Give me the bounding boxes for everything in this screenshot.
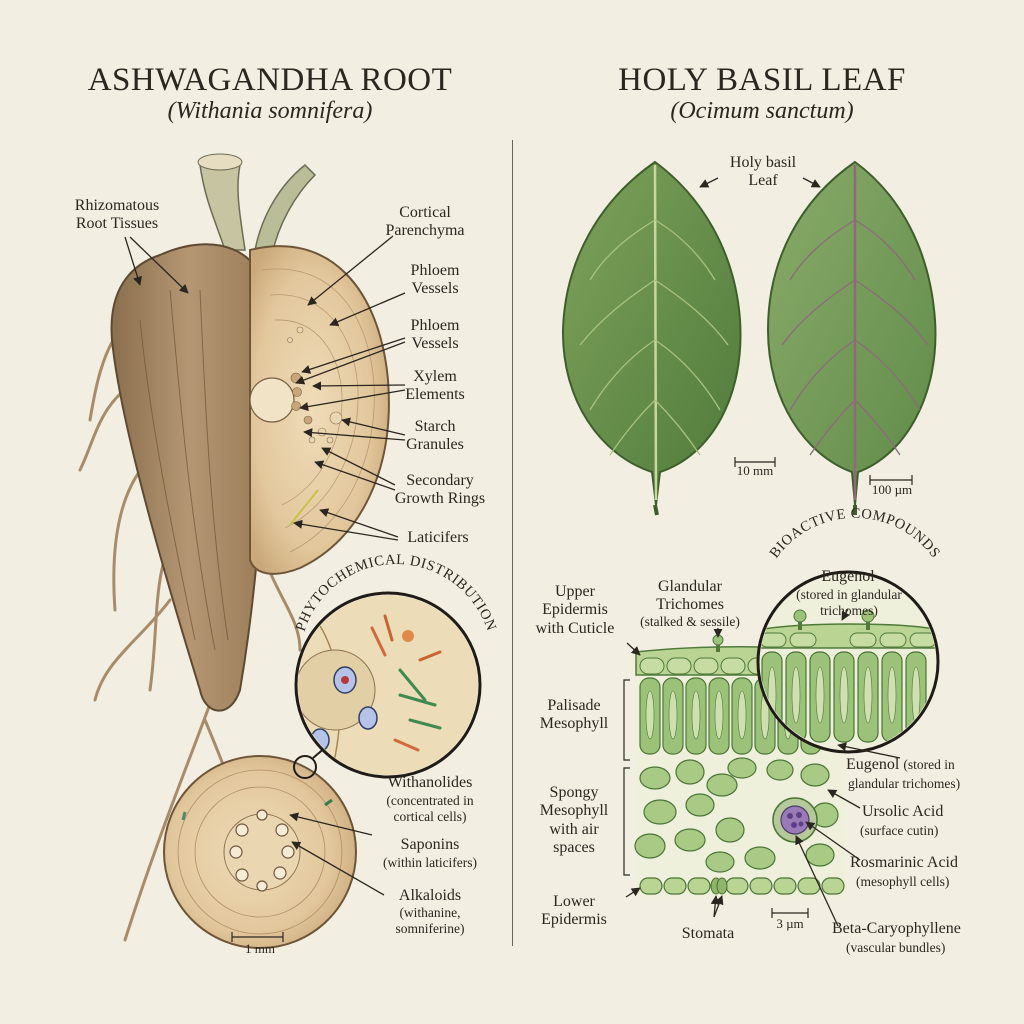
label-line: Root Tissues — [75, 215, 159, 233]
label-line: Phloem — [410, 262, 460, 279]
label-ursolic-acid: Ursolic Acid — [862, 803, 944, 820]
label-line: Leaf — [748, 172, 778, 190]
label-laticifers: Laticifers — [407, 529, 469, 546]
label-line: Trichomes — [656, 596, 724, 614]
label-phloem-vessels-2: Phloem Vessels — [385, 317, 485, 354]
note-eugenol-inset: (stored in glandular trichomes) — [785, 587, 913, 618]
label-lower-epidermis: Lower Epidermis — [528, 893, 620, 930]
label-line: with Cuticle — [535, 619, 615, 637]
label-line: Epidermis — [541, 911, 607, 929]
note-rosmarinic-acid: (mesophyll cells) — [856, 874, 950, 889]
label-line: Vessels — [411, 335, 459, 353]
note-saponins: (within laticifers) — [382, 855, 478, 870]
label-line: Growth Rings — [394, 490, 486, 508]
label-line: Epidermis — [542, 601, 608, 619]
label-line: Spongy — [549, 784, 599, 801]
label-line: Holy basil — [729, 154, 797, 171]
note-glandular: (stalked & sessile) — [640, 614, 740, 629]
leaf-title: HOLY BASIL LEAF — [618, 62, 906, 98]
label-palisade: Palisade Mesophyll — [528, 697, 620, 734]
label-stomata: Stomata — [681, 925, 735, 942]
note-line: trichomes) — [820, 602, 878, 618]
note-eugenol: glandular trichomes) — [848, 776, 961, 791]
label-glandular-trichomes: Glandular Trichomes — [640, 578, 740, 615]
label-line: Phloem — [410, 317, 460, 334]
panel-divider — [512, 140, 513, 946]
label-alkaloids: Alkaloids — [398, 887, 462, 904]
eugenol-name: Eugenol — [846, 756, 900, 773]
note-line: cortical cells) — [393, 808, 467, 824]
note-line: (concentrated in — [386, 793, 474, 808]
section-scale-label: 3 µm — [776, 916, 804, 931]
label-withanolides: Withanolides — [387, 774, 473, 791]
label-line: spaces — [553, 839, 595, 857]
leaf-cross-section-drawing — [623, 634, 847, 918]
ashwagandha-root-drawing — [78, 153, 482, 949]
label-line: Cortical — [399, 204, 451, 221]
label-line: Upper — [555, 583, 595, 600]
label-line: Parenchyma — [385, 222, 465, 240]
label-phloem-vessels-1: Phloem Vessels — [385, 262, 485, 299]
label-line: Mesophyll — [539, 715, 609, 733]
label-growth-rings: Secondary Growth Rings — [380, 472, 500, 509]
note-withanolides: (concentrated in cortical cells) — [365, 793, 495, 824]
root-scale-label: 1 mm — [245, 941, 275, 956]
holy-basil-leaves-drawing — [561, 160, 937, 516]
label-line: Vessels — [411, 280, 459, 298]
label-spongy: Spongy Mesophyll with air spaces — [528, 784, 620, 858]
label-line: Lower — [553, 893, 595, 910]
label-line: with air — [549, 820, 599, 838]
label-starch-granules: Starch Granules — [385, 418, 485, 455]
note-alkaloids: (withanine, somniferine) — [370, 905, 490, 936]
note-beta-caryophyllene: (vascular bundles) — [846, 940, 946, 955]
note-line: (withanine, — [399, 905, 461, 920]
leaf2-scale-label: 100 µm — [871, 482, 913, 497]
root-subtitle: (Withania somnifera) — [167, 98, 373, 124]
label-line: Mesophyll — [539, 802, 609, 820]
root-title: ASHWAGANDHA ROOT — [87, 62, 453, 98]
label-eugenol-inset: Eugenol — [821, 568, 875, 585]
label-eugenol: Eugenol (stored in — [846, 756, 1024, 774]
label-line: Starch — [414, 418, 456, 435]
note-line: (stored in glandular — [796, 587, 902, 602]
label-beta-caryophyllene: Beta-Caryophyllene — [832, 920, 961, 937]
label-line: Granules — [406, 436, 464, 454]
leaf-scale-label: 10 mm — [736, 463, 774, 478]
note-line: somniferine) — [395, 920, 465, 936]
label-rosmarinic-acid: Rosmarinic Acid — [850, 854, 958, 871]
label-line: Secondary — [406, 472, 474, 489]
label-rhizomatous: Rhizomatous Root Tissues — [52, 197, 182, 234]
label-line: Elements — [405, 386, 465, 404]
eugenol-note-a: (stored in — [903, 757, 955, 772]
label-line: Palisade — [547, 697, 601, 714]
note-ursolic-acid: (surface cutin) — [860, 823, 939, 838]
leaf-subtitle: (Ocimum sanctum) — [670, 98, 854, 124]
label-saponins: Saponins — [400, 836, 460, 853]
label-xylem-elements: Xylem Elements — [385, 368, 485, 405]
label-holy-basil-leaf: Holy basil Leaf — [708, 154, 818, 191]
label-upper-epidermis: Upper Epidermis with Cuticle — [525, 583, 625, 638]
label-line: Glandular — [658, 578, 722, 595]
label-line: Rhizomatous — [74, 197, 160, 214]
label-line: Xylem — [413, 368, 457, 385]
label-cortical-parenchyma: Cortical Parenchyma — [370, 204, 480, 241]
